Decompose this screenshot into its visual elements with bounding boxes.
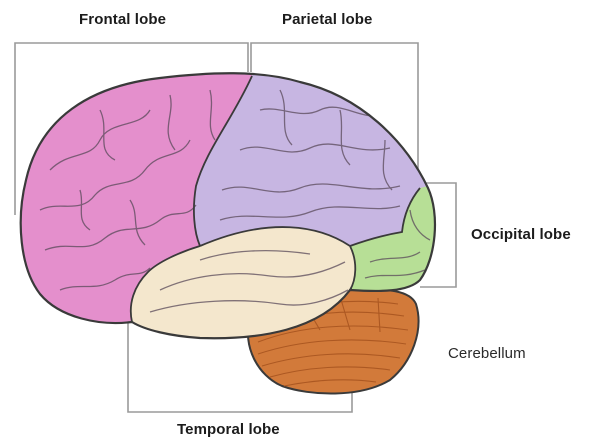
frontal-lobe-label: Frontal lobe [79,11,166,28]
parietal-lobe-region [194,0,608,443]
occipital-lobe-label: Occipital lobe [471,226,571,243]
cerebellum-label: Cerebellum [448,345,526,362]
parietal-lobe-label: Parietal lobe [282,11,373,28]
temporal-lobe-label: Temporal lobe [177,421,280,438]
